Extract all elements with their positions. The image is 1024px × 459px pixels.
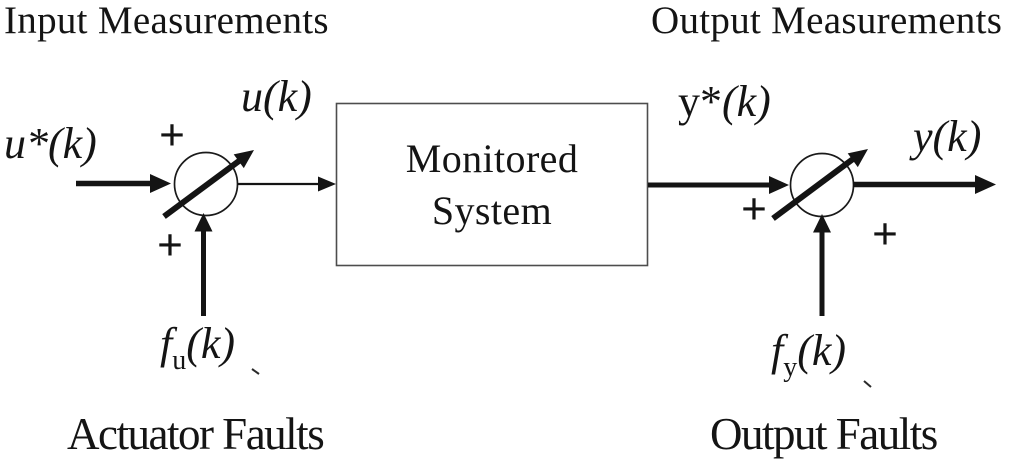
monitored-system-line2: System — [431, 187, 553, 233]
input-arrow — [76, 174, 171, 193]
plus-sign-right-bottom: + — [871, 208, 899, 260]
fy-base: f — [771, 326, 784, 375]
fu-args: (k) — [186, 319, 236, 368]
junction-to-block-arrow — [237, 176, 336, 192]
monitored-system-line1: Monitored — [405, 136, 579, 182]
u-star-signal-label: u*(k) — [4, 119, 97, 168]
output-measurements-header: Output Measurements — [651, 0, 1003, 42]
fu-base: f — [160, 319, 173, 368]
fy-args: (k) — [797, 326, 847, 375]
output-faults-caption: Output Faults — [710, 409, 938, 459]
fu-subscript: u — [172, 345, 187, 376]
fy-subscript: y — [783, 352, 798, 383]
plus-sign-left-bottom: + — [156, 219, 184, 271]
right-fault-injection-arrow — [771, 149, 868, 221]
actuator-faults-caption: Actuator Faults — [67, 409, 325, 459]
block-to-junction-arrow — [648, 176, 789, 194]
scan-artifact-tick-right — [863, 380, 872, 388]
u-signal-label: u(k) — [241, 72, 312, 121]
actuator-fault-arrow — [194, 213, 213, 316]
plus-sign-right-left: + — [740, 183, 768, 235]
left-fault-injection-arrow — [162, 150, 254, 219]
y-star-signal-label: y*(k) — [678, 80, 771, 124]
y-star-args: (k) — [722, 77, 771, 126]
monitored-system-box — [335, 102, 649, 267]
plus-sign-left-top: + — [158, 109, 186, 161]
y-signal-label: y(k) — [913, 112, 982, 161]
fy-fault-label: fy(k) — [771, 326, 847, 382]
scan-artifact-tick-left — [251, 368, 260, 375]
output-fault-arrow — [813, 214, 831, 316]
monitored-system-label: Monitored System — [336, 103, 648, 266]
output-arrow — [853, 175, 996, 194]
y-star-base: y* — [678, 77, 722, 126]
fu-fault-label: fu(k) — [160, 319, 236, 375]
input-measurements-header: Input Measurements — [4, 0, 329, 42]
